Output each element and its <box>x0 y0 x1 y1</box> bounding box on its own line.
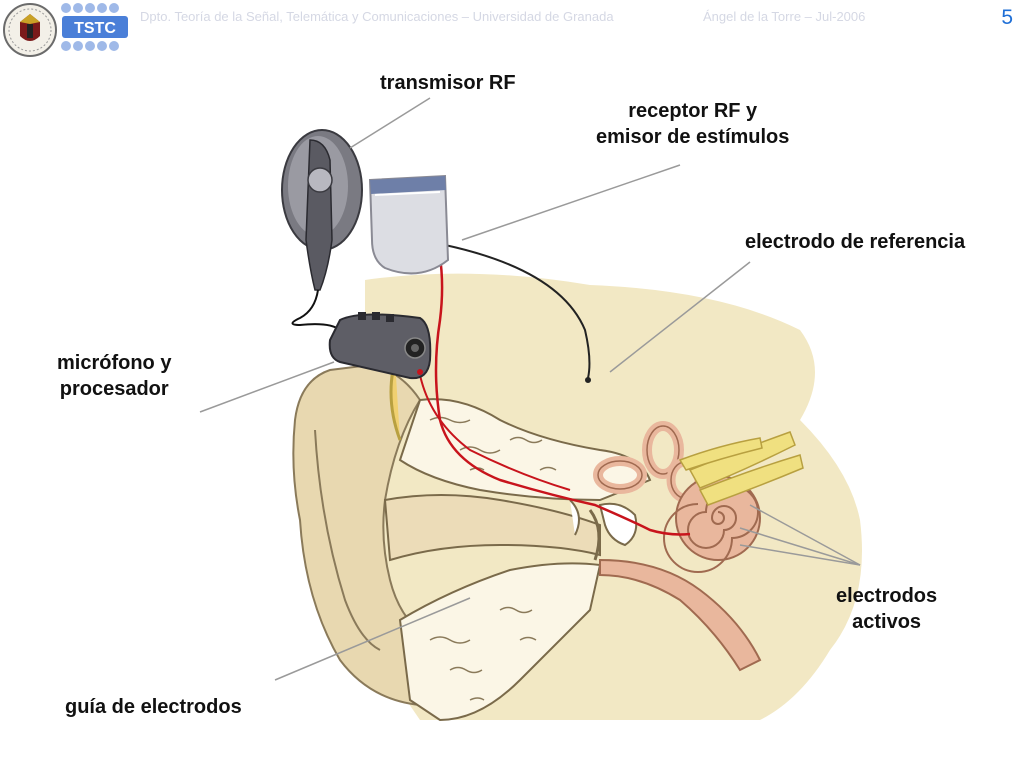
speech-processor <box>328 312 432 380</box>
label-microphone-line1: micrófono y <box>57 352 172 374</box>
reference-electrode-wire <box>444 244 591 379</box>
label-microphone-line2: procesador <box>59 378 169 400</box>
slide-header: TSTC Dpto. Teoría de la Señal, Telemátic… <box>0 0 1024 60</box>
label-receiver-line1: receptor RF y <box>628 100 758 122</box>
tstc-logo: TSTC <box>60 2 130 52</box>
label-transmitter: transmisor RF <box>380 72 516 94</box>
auditory-nerve <box>678 431 804 506</box>
label-microphone-processor: micrófono y procesador <box>57 350 171 402</box>
header-department: Dpto. Teoría de la Señal, Telemática y C… <box>140 9 614 24</box>
eustachian-tube <box>599 558 762 672</box>
coil-cable <box>291 289 341 331</box>
receiver-stimulator <box>368 174 450 275</box>
header-author-date: Ángel de la Torre – Jul-2006 <box>703 9 866 24</box>
electrode-lead <box>434 244 691 536</box>
label-active-electrodes-line2: activos <box>852 611 922 633</box>
rf-transmitter-coil <box>281 129 363 291</box>
label-receiver-line2: emisor de estímulos <box>596 126 790 148</box>
reference-electrode-tip <box>585 377 591 383</box>
university-crest-icon <box>3 3 57 57</box>
label-electrode-guide: guía de electrodos <box>65 696 242 718</box>
tstc-logo-text: TSTC <box>74 20 116 37</box>
label-reference-electrode: electrodo de referencia <box>745 231 966 253</box>
leader-lines <box>199 97 861 681</box>
ear-canal <box>383 494 601 562</box>
label-receiver: receptor RF y emisor de estímulos <box>596 98 789 150</box>
mastoid-bone <box>398 562 602 722</box>
page-number: 5 <box>1001 6 1013 29</box>
middle-ear-ossicles <box>598 502 638 547</box>
label-active-electrodes: electrodos activos <box>836 583 937 635</box>
eardrum <box>588 509 601 561</box>
label-active-electrodes-line1: electrodos <box>836 585 938 607</box>
